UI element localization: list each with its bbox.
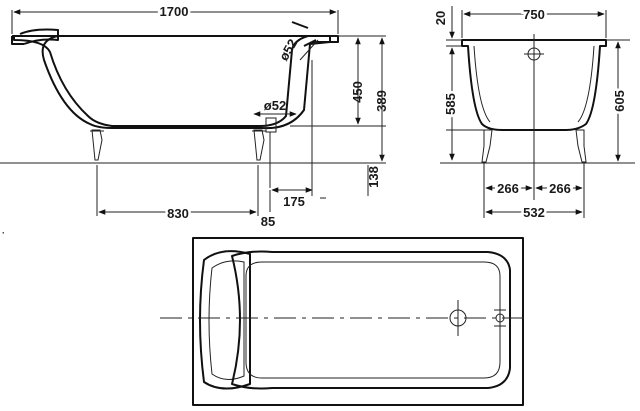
tub-side-outline bbox=[13, 35, 331, 130]
plan-outer-rim bbox=[192, 237, 524, 406]
width-label: 750 bbox=[523, 7, 545, 22]
plan-basin bbox=[231, 250, 511, 390]
plan-headrest-inner bbox=[208, 260, 245, 380]
dim-length-label: 1700 bbox=[160, 4, 189, 19]
side-view: 1700 450 389 138 ø52 ø52 830 85 175 bbox=[0, 2, 389, 229]
overflow-diameter-label: ø52 bbox=[276, 36, 300, 63]
drain-to-end-label: 85 bbox=[261, 214, 275, 229]
dim-depth-label: 450 bbox=[350, 81, 365, 103]
tub-end-outline bbox=[461, 39, 607, 131]
plan-drain bbox=[449, 300, 467, 336]
half-left-label: 266 bbox=[497, 181, 519, 196]
plan-overflow bbox=[494, 309, 506, 327]
dim-overall-height-label: 389 bbox=[374, 90, 389, 112]
tub-rim bbox=[11, 35, 339, 45]
plan-view bbox=[160, 237, 530, 406]
drain-fitting bbox=[265, 117, 277, 188]
overflow-pipe bbox=[291, 21, 317, 47]
end-right-leg bbox=[575, 129, 587, 163]
plan-basin-floor bbox=[245, 261, 501, 379]
drain-offset-label: 830 bbox=[167, 206, 189, 221]
drain-diameter-label: ø52 bbox=[264, 98, 286, 113]
dim-leg-height-label: 138 bbox=[366, 166, 381, 188]
rim-height-label: 20 bbox=[433, 11, 448, 25]
half-right-label: 266 bbox=[549, 181, 571, 196]
plan-headrest bbox=[199, 250, 251, 390]
tub-headrest bbox=[19, 28, 59, 45]
total-height-label: 605 bbox=[612, 90, 627, 112]
margin-mark: · bbox=[2, 228, 5, 238]
leg-span-label: 532 bbox=[523, 205, 545, 220]
end-left-leg bbox=[481, 129, 493, 163]
tub-inner-left bbox=[473, 45, 491, 123]
overflow-to-end-label: 175 bbox=[283, 194, 305, 209]
left-leg bbox=[90, 129, 104, 161]
end-view: 750 20 585 605 266 266 532 bbox=[433, 5, 635, 223]
inner-depth-label: 585 bbox=[443, 93, 458, 115]
overflow-leader bbox=[299, 39, 319, 61]
tub-inner-right bbox=[577, 45, 595, 123]
right-leg bbox=[252, 129, 266, 161]
